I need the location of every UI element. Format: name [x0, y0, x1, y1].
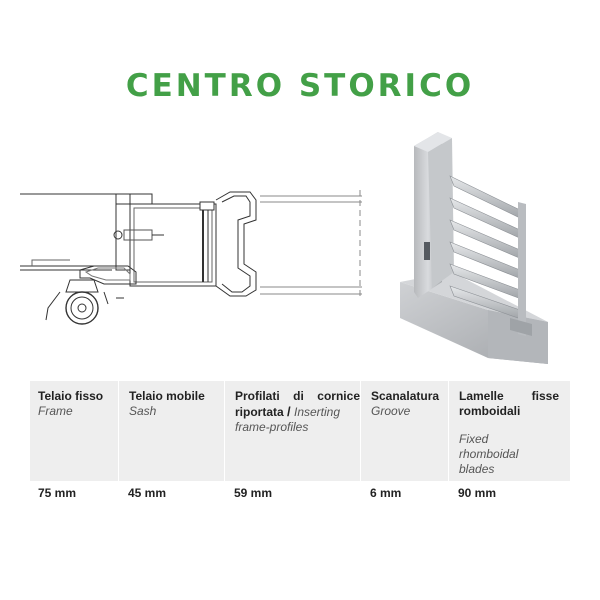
specs-table: Telaio fisso Frame Telaio mobile Sash Pr…	[30, 381, 570, 481]
spec-fixed-rhomboidal-blades: Lamelle fisse romboidali Fixed rhomboida…	[448, 381, 570, 481]
page-title: CENTRO STORICO	[125, 68, 475, 104]
dimension-value: 75 mm	[38, 486, 77, 500]
spec-english: Groove	[371, 404, 411, 418]
spec-groove: Scanalatura Groove	[360, 381, 448, 481]
spec-english: Sash	[129, 404, 157, 418]
dimension-value: 45 mm	[128, 486, 167, 500]
spec-english: Fixed rhomboidal blades	[459, 432, 519, 476]
dimension-value: 90 mm	[458, 486, 497, 500]
spec-english: Frame	[38, 404, 73, 418]
dimension-value: 59 mm	[234, 486, 273, 500]
spec-english: frame-profiles	[235, 420, 309, 434]
spec-frame: Telaio fisso Frame	[30, 381, 118, 481]
spec-sash: Telaio mobile Sash	[118, 381, 224, 481]
spec-label: Profilati di cornice riportata / Inserti…	[235, 389, 360, 420]
spec-label: Lamelle fisse romboidali	[459, 389, 559, 418]
spec-label: Telaio mobile	[129, 389, 205, 403]
dimension-value: 6 mm	[370, 486, 402, 500]
shutter-render	[400, 132, 548, 364]
spec-label: Scanalatura	[371, 389, 440, 403]
section-drawing	[20, 190, 362, 325]
spec-label-text: Profilati di cornice riportata	[235, 389, 360, 419]
dimensions-row: 75 mm 45 mm 59 mm 6 mm 90 mm	[30, 486, 570, 506]
spec-label: Telaio fisso	[38, 389, 104, 403]
spec-english-inline: Inserting	[294, 405, 341, 419]
spec-separator: /	[287, 404, 291, 419]
spec-inserting-frame-profiles: Profilati di cornice riportata / Inserti…	[224, 381, 360, 481]
